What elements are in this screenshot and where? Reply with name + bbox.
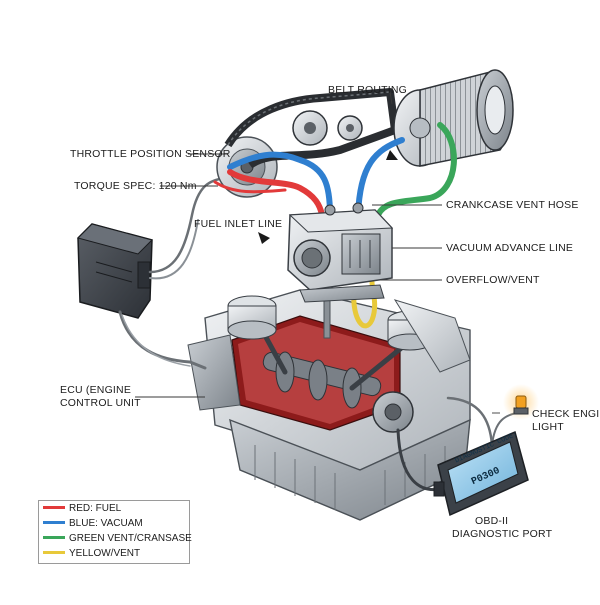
ecu-label-line1: ECU (ENGINE [60,384,132,396]
throttle-body [287,202,394,303]
check-engine-label-line1: CHECK ENGINE [532,408,600,420]
legend-item-overflow-vent: YELLOW/VENT [43,548,140,562]
pointer-arrows [258,150,398,244]
check-engine-light [503,384,539,420]
legend-swatch-vacuum [43,521,65,524]
throttle-position-sensor-label: THROTTLE POSITION SENSOR [70,148,231,160]
legend-swatch-fuel [43,506,65,509]
crankcase-vent-hose-label: CRANKCASE VENT HOSE [446,199,579,211]
leader-lines [135,91,500,414]
legend-swatch-overflow [43,551,65,554]
legend-item-fuel: RED: FUEL [43,503,121,517]
belt-routing-label: BELT ROUTING [328,84,408,96]
overflow-vent-label: OVERFLOW/VENT [446,274,540,286]
obd-label-line1: OBD-II [475,515,509,527]
vacuum-advance-line-label: VACUUM ADVANCE LINE [446,242,574,254]
check-engine-label-line2: LIGHT [532,421,564,433]
legend-item-vent-crankcase: GREEN VENT/CRANSASE [43,533,192,547]
torque-spec-label: TORQUE SPEC: 120 Nm [74,180,197,192]
hoses [213,122,457,329]
fuel-inlet-line-label: FUEL INLET LINE [194,218,283,230]
obd-scanner [433,430,529,517]
obd-label-line2: DIAGNOSTIC PORT [452,528,553,540]
ecu-module [77,223,153,319]
engine-block [187,289,471,521]
legend-item-vacuum: BLUE: VACUAM [43,518,143,532]
legend: RED: FUEL BLUE: VACUAM GREEN VENT/CRANSA… [38,500,192,564]
legend-swatch-vent [43,536,65,539]
air-filter [393,69,514,167]
ecu-label-line2: CONTROL UNIT [60,397,141,409]
